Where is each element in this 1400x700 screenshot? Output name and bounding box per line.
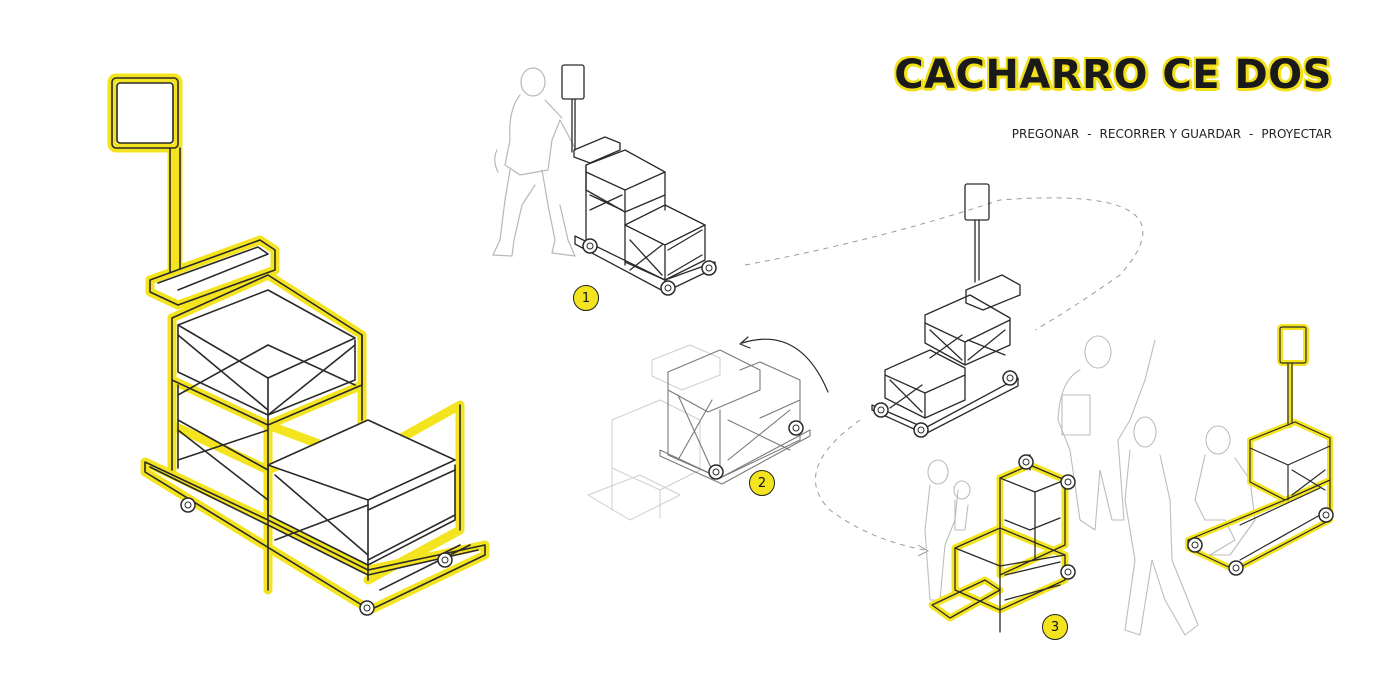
subtitle-separator: -: [1249, 127, 1254, 141]
subtitle-separator: -: [1087, 127, 1092, 141]
step-3-illustration: [924, 324, 1334, 636]
step-badge-1: 1: [573, 285, 599, 311]
page-title: CACHARRO CE DOS: [894, 52, 1332, 98]
step-badge-3: 3: [1042, 614, 1068, 640]
subtitle-steps: PREGONAR - RECORRER Y GUARDAR - PROYECTA…: [1012, 127, 1332, 141]
step-1-illustration: [492, 64, 717, 296]
movement-path-2: [815, 419, 926, 551]
main-cart-illustration: [107, 73, 490, 616]
step-badge-2: 2: [749, 470, 775, 496]
step-2-illustration: [587, 336, 829, 521]
subtitle-item-proyectar: PROYECTAR: [1261, 127, 1332, 141]
subtitle-item-pregonar: PREGONAR: [1011, 127, 1080, 141]
middle-cart-illustration: [871, 183, 1021, 438]
movement-path-1: [744, 197, 1144, 331]
subtitle-item-recorrer: RECORRER Y GUARDAR: [1099, 127, 1242, 141]
